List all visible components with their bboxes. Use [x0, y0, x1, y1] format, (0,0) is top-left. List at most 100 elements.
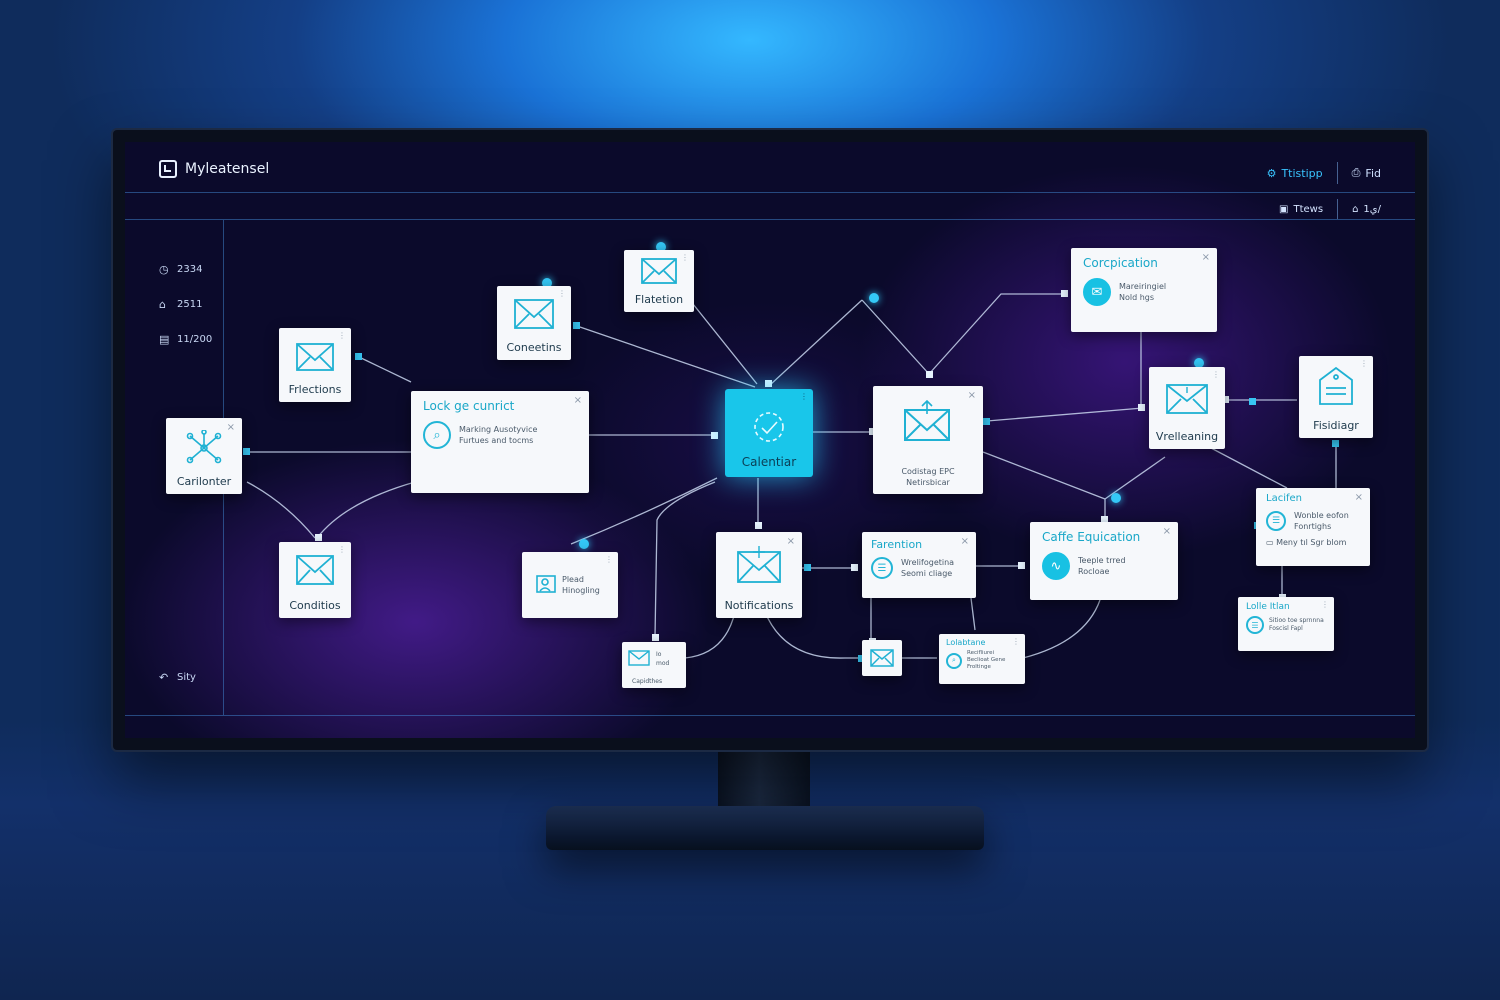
node-label: Frlections	[288, 383, 342, 396]
node-notifications[interactable]: × Notifications	[716, 532, 802, 618]
close-icon[interactable]: ×	[967, 390, 976, 401]
sidebar-item-storage[interactable]: ▤ 11/200	[159, 334, 212, 345]
node-coneetins[interactable]: ⋮ Coneetins	[497, 286, 571, 360]
top-actions: ⚙ Ttistipp ⎙ Fid	[1267, 162, 1381, 184]
contact-icon: ☰	[1266, 511, 1286, 531]
more-icon[interactable]: ⋮	[1012, 637, 1020, 646]
node-label: Codistag EPC Netirsbicar	[901, 466, 954, 488]
more-icon[interactable]: ⋮	[1321, 600, 1329, 609]
more-icon[interactable]: ⋮	[558, 289, 566, 298]
close-icon[interactable]: ×	[1162, 526, 1171, 537]
mail-info-icon	[1166, 384, 1208, 414]
card-title: Corcpication	[1083, 256, 1158, 270]
close-icon[interactable]: ×	[786, 536, 795, 547]
app-title: Myleatensel	[185, 161, 270, 177]
more-icon[interactable]: ⋮	[338, 545, 346, 554]
contact-icon: ☰	[1246, 616, 1264, 634]
brand[interactable]: Myleatensel	[159, 160, 269, 178]
network-icon	[186, 430, 222, 464]
port	[1061, 290, 1068, 297]
mail-icon	[641, 258, 677, 284]
card-caffe[interactable]: × Caffe Equication ∿ Teeple trred Rocloa…	[1030, 522, 1178, 600]
card-lolle-itlan[interactable]: ⋮ Lolle Itlan ☰ Sitioo toe sprnnna Fosci…	[1238, 597, 1334, 651]
more-icon[interactable]: ⋮	[338, 331, 346, 340]
node-label: Flatetion	[634, 293, 684, 306]
card-lolabtane[interactable]: ⋮ Lolabtane ⌕ Recifliurei Beclioat Gene …	[939, 634, 1025, 684]
node-line: Plead	[562, 575, 584, 584]
top-bar: Myleatensel ⚙ Ttistipp ⎙ Fid	[125, 142, 1415, 193]
more-icon[interactable]: ⋮	[1212, 370, 1220, 379]
node-codistag[interactable]: × Codistag EPC Netirsbicar	[873, 386, 983, 494]
node-text: Plead Hinogling	[562, 574, 600, 596]
node-calentiar[interactable]: ⋮ Calentiar	[725, 389, 813, 477]
close-icon[interactable]: ×	[1354, 492, 1363, 503]
card-row: ✉ Mareiringiel Nold hgs	[1083, 278, 1205, 306]
more-icon[interactable]: ⋮	[800, 392, 808, 401]
port	[983, 418, 990, 425]
card-corcpication[interactable]: × Corcpication ✉ Mareiringiel Nold hgs	[1071, 248, 1217, 332]
printer-icon: ⎙	[1351, 166, 1361, 179]
gear-icon: ⚙	[1266, 166, 1277, 180]
close-icon[interactable]: ×	[960, 536, 969, 547]
port	[1249, 398, 1256, 405]
node-frlections[interactable]: ⋮ Frlections	[279, 328, 351, 402]
node-conditios[interactable]: ⋮ Conditios	[279, 542, 351, 618]
more-icon[interactable]: ⋮	[605, 555, 613, 564]
sidebar-item-home[interactable]: ⌂ 2511	[159, 299, 202, 310]
mail-icon	[296, 555, 334, 585]
card-title: Lolabtane	[946, 638, 986, 647]
node-vrelleaning[interactable]: ⋮ Vrelleaning	[1149, 367, 1225, 449]
close-icon[interactable]: ×	[573, 395, 582, 406]
card-lock[interactable]: × Lock ge cunrict ⌕ Marking Ausotyvice F…	[411, 391, 589, 493]
card-row: ☰ Wonble eofon Fonrtighs	[1266, 510, 1360, 532]
card-farention[interactable]: × Farention ☰ Wrelifogetina Seomi cliage	[862, 532, 976, 598]
wire	[928, 293, 1065, 375]
top-primary-label: Ttistipp	[1281, 166, 1323, 180]
storage-icon: ▤	[159, 333, 170, 346]
top-secondary-button[interactable]: ⎙ Fid	[1352, 166, 1381, 180]
port	[652, 634, 659, 641]
card-line: Recifliurei	[967, 650, 995, 656]
junction-dot	[1111, 493, 1121, 503]
port	[573, 322, 580, 329]
mail-icon	[870, 649, 894, 667]
node-plead[interactable]: ⋮ Plead Hinogling	[522, 552, 618, 618]
node-fisidiagr[interactable]: ⋮ Fisidiagr	[1299, 356, 1373, 438]
card-row: ☰ Wrelifogetina Seomi cliage	[871, 557, 967, 579]
top-secondary-label: Fid	[1365, 166, 1381, 180]
card-title: Farention	[871, 538, 923, 551]
card-line: Beclioat Gene	[967, 657, 1006, 663]
more-icon[interactable]: ⋮	[681, 253, 689, 262]
sidebar-footer-undo[interactable]: ↶ Sity	[159, 672, 196, 683]
node-label: Vrelleaning	[1155, 430, 1219, 443]
close-icon[interactable]: ×	[1201, 252, 1210, 263]
card-line: Nold hgs	[1119, 293, 1155, 302]
card-line: Froltinge	[967, 664, 991, 670]
mail-icon	[628, 650, 650, 666]
wire	[654, 481, 716, 638]
node-capidis[interactable]: Io mod Capidthes	[622, 642, 686, 688]
node-carilonter[interactable]: × Carilonter	[166, 418, 242, 494]
node-small-mail[interactable]	[862, 640, 902, 676]
more-icon[interactable]: ⋮	[1360, 359, 1368, 368]
card-lacifen[interactable]: × Lacifen ☰ Wonble eofon Fonrtighs ▭ Men…	[1256, 488, 1370, 566]
save-icon: ▣	[1279, 203, 1289, 215]
node-line: Netirsbicar	[906, 478, 950, 487]
sidebar-item-clock[interactable]: ◷ 2334	[159, 264, 202, 275]
node-label: Notifications	[724, 599, 794, 612]
card-row: ☰ Sitioo toe sprnnna Foscisl Fapl	[1246, 616, 1326, 634]
card-checkbox-icon[interactable]: ▭	[1266, 538, 1274, 547]
sub-button-b[interactable]: ⌂ 1ي/	[1352, 204, 1381, 215]
node-label: Conditios	[289, 599, 341, 612]
sub-bar: ▣ Ttews ⌂ 1ي/	[125, 193, 1415, 220]
node-line: Hinogling	[562, 586, 600, 595]
sub-button-a[interactable]: ▣ Ttews	[1279, 204, 1323, 215]
card-line: Wrelifogetina	[901, 558, 955, 567]
home-icon: ⌂	[159, 298, 166, 311]
port	[755, 522, 762, 529]
close-icon[interactable]: ×	[226, 422, 235, 433]
node-flatetion[interactable]: ⋮ Flatetion	[624, 250, 694, 312]
wire	[764, 611, 861, 659]
card-line: Wonble eofon	[1294, 511, 1349, 520]
top-primary-button[interactable]: ⚙ Ttistipp	[1267, 167, 1323, 180]
